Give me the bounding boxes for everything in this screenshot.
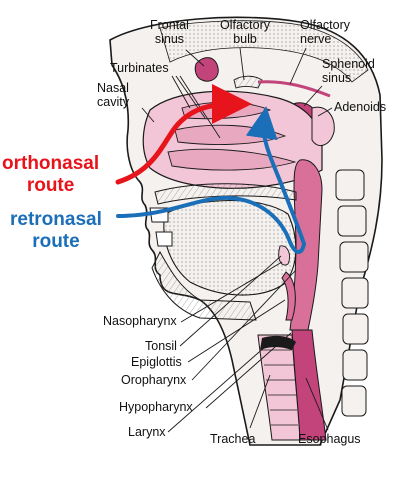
frontal-bone <box>159 20 369 83</box>
trachea-rings <box>262 349 298 426</box>
olfactory-bulb <box>233 75 263 89</box>
label-turbinates: Turbinates <box>110 61 169 75</box>
cervical-spine <box>335 169 369 417</box>
mandible <box>151 250 257 321</box>
hard-palate <box>154 183 297 205</box>
label-oropharynx: Oropharynx <box>121 373 187 387</box>
retronasal-arrow-b <box>245 106 306 246</box>
trachea-column <box>257 334 301 441</box>
label-epiglottis: Epiglottis <box>131 355 182 369</box>
olfactory-nerve <box>257 80 331 98</box>
label-adenoids: Adenoids <box>334 100 387 114</box>
label-larynx: Larynx <box>128 425 166 439</box>
label-esophagus: Esophagus <box>298 432 361 446</box>
larynx <box>260 335 296 350</box>
tonsil <box>278 245 291 266</box>
label-nasopharynx: Nasopharynx <box>103 314 177 328</box>
turbinate-lower <box>167 148 297 171</box>
retronasal-arrow-a <box>116 195 306 254</box>
label-tonsil: Tonsil <box>145 339 177 353</box>
label-hypopharynx: Hypopharynx <box>119 400 193 414</box>
label-trachea: Trachea <box>210 432 256 446</box>
adenoids <box>311 106 335 147</box>
pharynx <box>289 159 323 331</box>
epiglottis <box>281 271 296 321</box>
orthonasal-arrow <box>115 84 252 185</box>
lower-teeth <box>155 231 173 247</box>
